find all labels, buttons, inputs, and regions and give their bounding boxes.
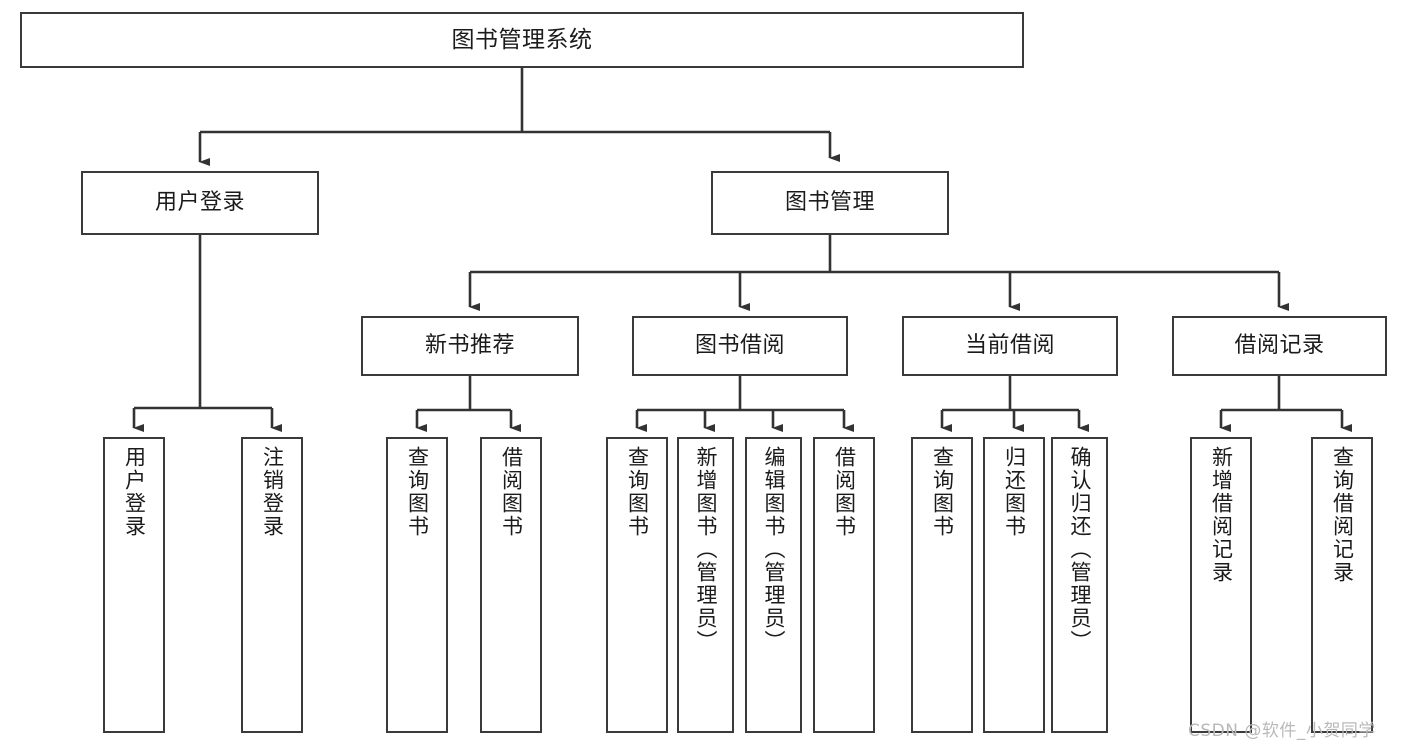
node-leaf-borrow-book-1[interactable]: 借阅图书 [480,437,542,733]
node-borrow-record-label: 借阅记录 [1234,333,1325,359]
node-leaf-return-book[interactable]: 归还图书 [983,437,1045,733]
node-leaf-user-login-label: 用户登录 [122,446,147,538]
node-leaf-query-book-2[interactable]: 查询图书 [606,437,668,733]
edges-book-manage [468,235,1289,311]
node-leaf-query-borrow-record[interactable]: 查询借阅记录 [1311,437,1373,733]
node-leaf-add-book[interactable]: 新增图书（管理员） [677,437,734,733]
edges-user-login [132,235,282,432]
node-leaf-query-borrow-record-label: 查询借阅记录 [1330,446,1355,584]
node-book-manage-label: 图书管理 [784,190,875,216]
node-leaf-edit-book[interactable]: 编辑图书（管理员） [745,437,802,733]
node-leaf-confirm-return-label: 确认归还（管理员） [1068,446,1092,653]
edges-book-borrow [635,376,854,432]
node-current-borrow[interactable]: 当前借阅 [902,316,1118,376]
csdn-watermark: CSDN @软件_小贺同学 [1188,721,1376,741]
node-leaf-add-borrow-record[interactable]: 新增借阅记录 [1190,437,1252,733]
node-leaf-borrow-book-2-label: 借阅图书 [832,446,857,538]
node-leaf-confirm-return[interactable]: 确认归还（管理员） [1051,437,1108,733]
node-leaf-add-book-label: 新增图书（管理员） [694,446,718,653]
node-book-borrow-label: 图书借阅 [694,333,785,359]
node-leaf-borrow-book-1-label: 借阅图书 [499,446,524,538]
node-leaf-return-book-label: 归还图书 [1002,446,1027,538]
node-leaf-edit-book-label: 编辑图书（管理员） [762,446,786,653]
node-user-login-label: 用户登录 [154,190,245,216]
node-leaf-user-login[interactable]: 用户登录 [103,437,165,733]
edges-borrow-record [1219,376,1352,432]
edges-root [198,68,840,166]
node-leaf-logout[interactable]: 注销登录 [241,437,303,733]
node-leaf-query-book-2-label: 查询图书 [625,446,650,538]
node-leaf-logout-label: 注销登录 [260,446,285,538]
node-root[interactable]: 图书管理系统 [20,12,1024,68]
node-new-book-recommend-label: 新书推荐 [424,333,515,359]
edges-current-borrow [940,376,1089,432]
node-leaf-add-borrow-record-label: 新增借阅记录 [1209,446,1234,584]
edges-new-book-rec [415,376,521,432]
node-leaf-query-book-3-label: 查询图书 [930,446,955,538]
node-book-manage[interactable]: 图书管理 [711,171,949,235]
node-leaf-query-book-3[interactable]: 查询图书 [911,437,973,733]
node-user-login[interactable]: 用户登录 [81,171,319,235]
node-leaf-borrow-book-2[interactable]: 借阅图书 [813,437,875,733]
node-root-label: 图书管理系统 [451,26,593,53]
node-leaf-query-book-1[interactable]: 查询图书 [386,437,448,733]
node-book-borrow[interactable]: 图书借阅 [632,316,848,376]
node-new-book-recommend[interactable]: 新书推荐 [361,316,579,376]
node-borrow-record[interactable]: 借阅记录 [1172,316,1387,376]
node-current-borrow-label: 当前借阅 [964,333,1055,359]
node-leaf-query-book-1-label: 查询图书 [405,446,430,538]
